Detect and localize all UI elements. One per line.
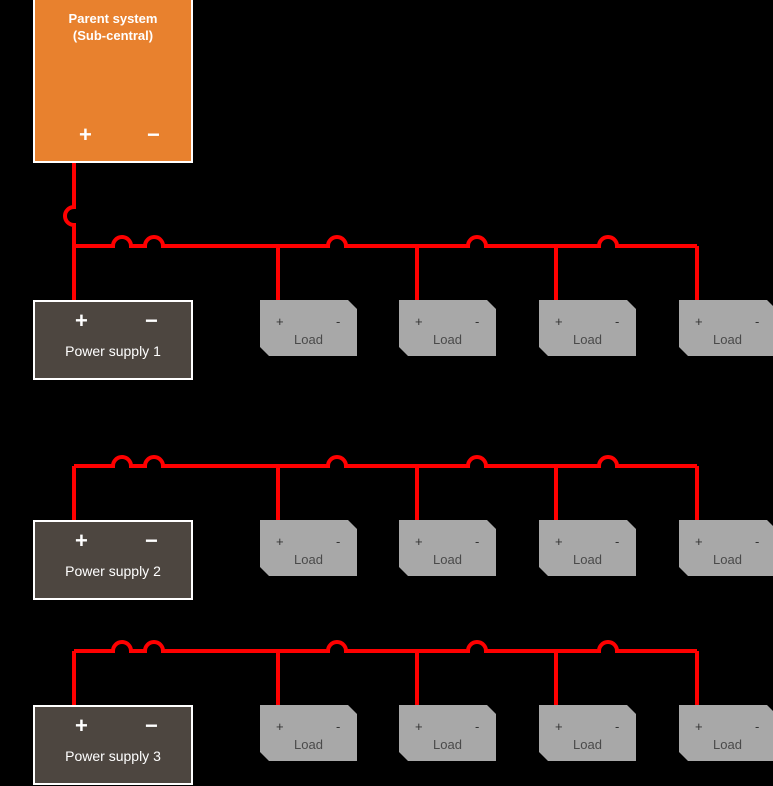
load-terminal-negative: - [755,314,760,329]
psu-terminal-positive: + [75,528,88,553]
load-label: Load [433,737,462,752]
parent-terminal-positive: + [79,122,92,147]
load-block-r2-c4[interactable]: + -Load [679,520,773,576]
parent-terminal-negative: − [147,122,160,147]
load-terminal-positive: + [276,314,284,329]
psu-label: Power supply 2 [65,563,161,579]
load-block-r3-c2[interactable]: + -Load [399,705,496,761]
load-block-r2-c1[interactable]: + -Load [260,520,357,576]
load-block-r3-c1[interactable]: + -Load [260,705,357,761]
load-terminal-positive: + [695,314,703,329]
load-label: Load [294,737,323,752]
load-block-r1-c2[interactable]: + -Load [399,300,496,356]
load-terminal-negative: - [755,719,760,734]
load-terminal-negative: - [475,314,480,329]
load-terminal-positive: + [276,719,284,734]
psu-label: Power supply 3 [65,748,161,764]
load-label: Load [713,552,742,567]
power-supply-block-2[interactable]: + − Power supply 2 [33,520,193,600]
load-terminal-positive: + [555,534,563,549]
parent-system-block[interactable]: Parent system (Sub-central) + − [33,0,193,163]
load-terminal-negative: - [336,534,341,549]
load-terminal-positive: + [415,534,423,549]
load-block-r3-c3[interactable]: + -Load [539,705,636,761]
psu-terminal-negative: − [145,713,158,738]
load-terminal-negative: - [475,719,480,734]
load-block-r3-c4[interactable]: + -Load [679,705,773,761]
load-block-r1-c1[interactable]: + -Load [260,300,357,356]
psu-label: Power supply 1 [65,343,161,359]
load-terminal-negative: - [336,719,341,734]
load-label: Load [433,332,462,347]
load-label: Load [433,552,462,567]
load-terminal-negative: - [336,314,341,329]
power-supply-block-1[interactable]: + − Power supply 1 [33,300,193,380]
load-terminal-negative: - [475,534,480,549]
load-label: Load [294,552,323,567]
load-label: Load [573,737,602,752]
bus-line-row-1 [74,235,697,248]
bus-line-row-2 [74,455,697,468]
psu-terminal-negative: − [145,528,158,553]
load-terminal-negative: - [755,534,760,549]
load-label: Load [294,332,323,347]
load-block-r2-c2[interactable]: + -Load [399,520,496,576]
load-terminal-positive: + [555,719,563,734]
psu-terminal-positive: + [75,713,88,738]
load-block-r1-c3[interactable]: + -Load [539,300,636,356]
load-block-r2-c3[interactable]: + -Load [539,520,636,576]
parent-feed-wire [63,163,76,246]
load-terminal-negative: - [615,719,620,734]
load-terminal-positive: + [555,314,563,329]
load-label: Load [713,737,742,752]
load-terminal-negative: - [615,314,620,329]
load-terminal-positive: + [695,534,703,549]
psu-terminal-positive: + [75,308,88,333]
load-terminal-positive: + [276,534,284,549]
load-terminal-positive: + [415,719,423,734]
load-label: Load [713,332,742,347]
load-terminal-positive: + [695,719,703,734]
power-supply-block-3[interactable]: + − Power supply 3 [33,705,193,785]
psu-terminal-negative: − [145,308,158,333]
bus-line-row-3 [74,640,697,653]
load-label: Load [573,332,602,347]
load-label: Load [573,552,602,567]
load-terminal-negative: - [615,534,620,549]
load-block-r1-c4[interactable]: + -Load [679,300,773,356]
load-terminal-positive: + [415,314,423,329]
parent-system-title: Parent system (Sub-central) [68,11,158,43]
